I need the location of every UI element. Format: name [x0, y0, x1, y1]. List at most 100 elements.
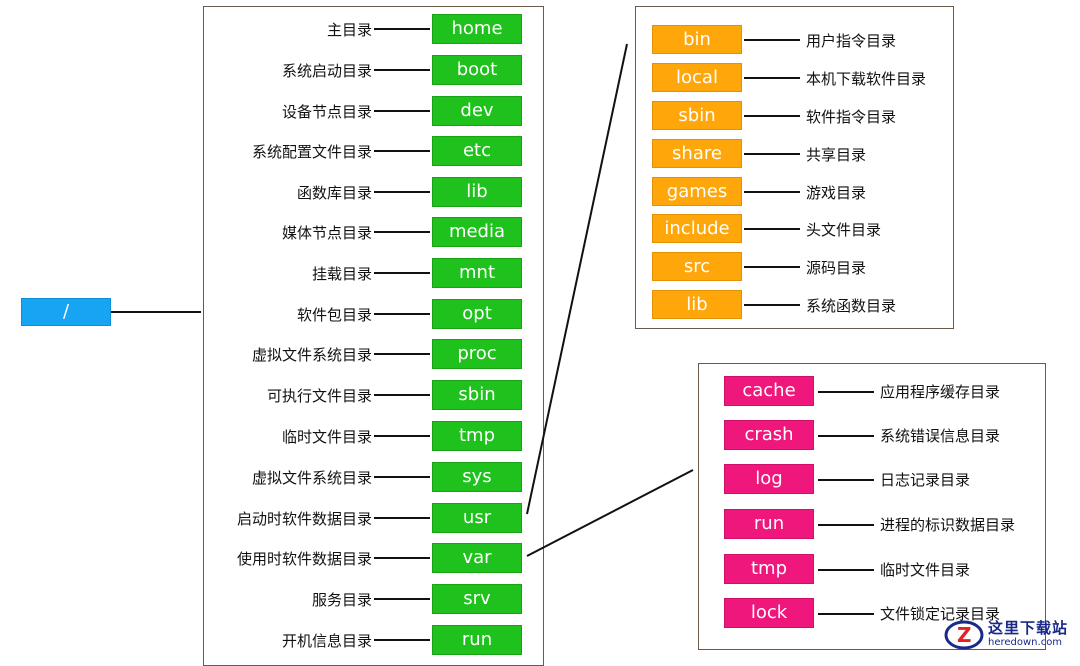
var-connector-line — [526, 469, 694, 557]
main-dir-desc: 虚拟文件系统目录 — [251, 346, 372, 364]
main-dir-name: lib — [466, 181, 488, 202]
var-dir-name: log — [755, 468, 783, 489]
var-dir-box: lock — [724, 598, 814, 628]
main-dir-connector — [374, 517, 430, 519]
var-dir-name: crash — [744, 424, 794, 445]
root-dir-box: / — [21, 298, 111, 326]
var-dir-box: log — [724, 464, 814, 494]
main-dir-desc: 设备节点目录 — [281, 103, 372, 121]
var-dir-box: run — [724, 509, 814, 539]
main-dir-box: dev — [432, 96, 522, 126]
usr-dir-name: share — [672, 143, 722, 164]
main-dir-box: tmp — [432, 421, 522, 451]
usr-dir-connector — [744, 228, 800, 230]
var-dir-box: tmp — [724, 554, 814, 584]
usr-dir-name: games — [666, 181, 728, 202]
usr-connector-line — [526, 43, 628, 515]
usr-dir-connector — [744, 191, 800, 193]
main-dir-desc: 可执行文件目录 — [266, 387, 372, 405]
main-dir-connector — [374, 476, 430, 478]
main-dir-connector — [374, 110, 430, 112]
main-dir-connector — [374, 639, 430, 641]
main-dir-box: media — [432, 217, 522, 247]
main-dir-name: mnt — [459, 262, 495, 283]
svg-text:Z: Z — [957, 623, 972, 647]
usr-dir-desc: 本机下载软件目录 — [806, 70, 927, 88]
var-dir-name: run — [753, 513, 785, 534]
usr-dir-box: share — [652, 139, 742, 168]
usr-dir-name: bin — [683, 29, 711, 50]
main-dir-connector — [374, 394, 430, 396]
main-dir-box: opt — [432, 299, 522, 329]
main-dir-box: usr — [432, 503, 522, 533]
usr-dir-box: src — [652, 252, 742, 281]
root-connector — [111, 311, 201, 313]
main-dir-connector — [374, 313, 430, 315]
main-dir-connector — [374, 557, 430, 559]
var-dir-name: tmp — [750, 558, 788, 579]
main-dir-name: opt — [462, 303, 492, 324]
main-dir-connector — [374, 150, 430, 152]
usr-dir-connector — [744, 39, 800, 41]
usr-dir-name: local — [676, 67, 718, 88]
main-dir-name: dev — [460, 100, 494, 121]
main-dir-name: home — [451, 18, 503, 39]
main-dir-name: usr — [462, 507, 492, 528]
main-dir-name: tmp — [458, 425, 496, 446]
main-dir-desc: 启动时软件数据目录 — [236, 510, 372, 528]
var-dir-connector — [818, 569, 874, 571]
usr-dir-connector — [744, 115, 800, 117]
main-dir-box: run — [432, 625, 522, 655]
usr-dir-box: local — [652, 63, 742, 92]
usr-dir-box: games — [652, 177, 742, 206]
var-dir-box: cache — [724, 376, 814, 406]
watermark: Z 这里下载站 heredown.com — [944, 615, 1076, 655]
main-dir-box: sys — [432, 462, 522, 492]
main-dir-desc: 媒体节点目录 — [281, 224, 372, 242]
main-dir-connector — [374, 69, 430, 71]
main-dir-connector — [374, 435, 430, 437]
usr-dir-desc: 源码目录 — [806, 259, 867, 277]
main-dir-name: var — [462, 547, 492, 568]
usr-dir-desc: 软件指令目录 — [806, 108, 897, 126]
var-dir-connector — [818, 613, 874, 615]
usr-dir-box: lib — [652, 290, 742, 319]
main-dir-desc: 软件包目录 — [296, 306, 372, 324]
var-dir-name: lock — [750, 602, 788, 623]
watermark-text: 这里下载站 — [988, 619, 1069, 637]
main-dir-box: var — [432, 543, 522, 573]
main-dir-name: run — [461, 629, 493, 650]
var-dir-desc: 系统错误信息目录 — [880, 427, 1001, 445]
main-dir-desc: 虚拟文件系统目录 — [251, 469, 372, 487]
main-dir-desc: 服务目录 — [311, 591, 372, 609]
var-dir-desc: 进程的标识数据目录 — [880, 516, 1016, 534]
main-dir-desc: 开机信息目录 — [281, 632, 372, 650]
main-dir-connector — [374, 598, 430, 600]
var-dir-connector — [818, 435, 874, 437]
var-dir-connector — [818, 391, 874, 393]
var-dir-name: cache — [742, 380, 796, 401]
main-dir-connector — [374, 191, 430, 193]
main-dir-box: home — [432, 14, 522, 44]
usr-dir-desc: 头文件目录 — [806, 221, 882, 239]
root-dir-label: / — [62, 301, 70, 322]
main-dir-name: sys — [462, 466, 492, 487]
main-dir-desc: 挂载目录 — [311, 265, 372, 283]
var-dir-desc: 文件锁定记录目录 — [880, 605, 1001, 623]
var-dir-desc: 日志记录目录 — [880, 471, 971, 489]
var-dir-desc: 临时文件目录 — [880, 561, 971, 579]
usr-dir-desc: 用户指令目录 — [806, 32, 897, 50]
usr-dir-connector — [744, 77, 800, 79]
main-dir-connector — [374, 272, 430, 274]
main-dir-desc: 使用时软件数据目录 — [236, 550, 372, 568]
usr-dir-box: sbin — [652, 101, 742, 130]
usr-dir-connector — [744, 304, 800, 306]
main-dir-box: srv — [432, 584, 522, 614]
main-dir-name: boot — [456, 59, 498, 80]
main-dir-name: etc — [462, 140, 492, 161]
main-dir-box: etc — [432, 136, 522, 166]
main-dir-desc: 系统配置文件目录 — [251, 143, 372, 161]
usr-dir-name: sbin — [678, 105, 716, 126]
main-dir-name: proc — [457, 343, 497, 364]
